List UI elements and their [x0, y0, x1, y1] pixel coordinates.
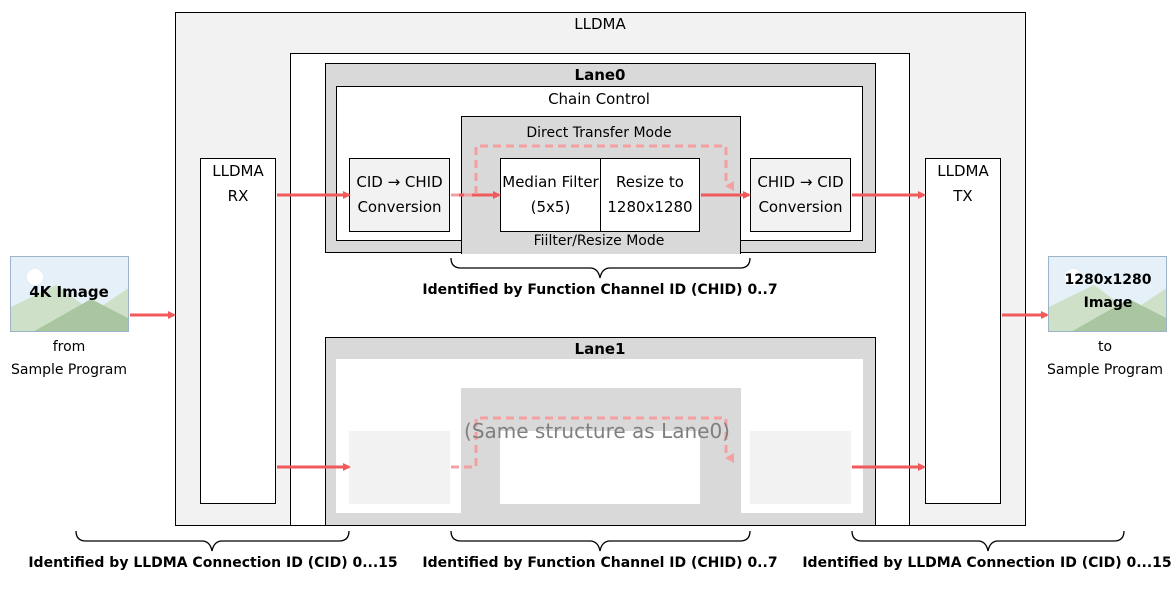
brace-chid-top-label: Identified by Function Channel ID (CHID)…: [422, 282, 778, 298]
cid-to-chid-conversion-box: CID → CHID Conversion: [349, 158, 450, 232]
lldma-rx-label-line1: LLDMA: [212, 162, 264, 180]
landscape-icon: [1049, 269, 1166, 331]
lldma-title: LLDMA: [574, 15, 626, 33]
chid-to-cid-line1: CHID → CID: [757, 173, 844, 191]
output-to-line1: to: [1097, 339, 1113, 355]
chain-control-label: Chain Control: [548, 90, 650, 108]
input-image-label: 4K Image: [29, 283, 109, 301]
output-image: [1048, 256, 1167, 332]
median-filter-line1: Median Filter: [502, 173, 599, 191]
brace-cid-left-label: Identified by LLDMA Connection ID (CID) …: [28, 555, 398, 571]
cid-to-chid-line2: Conversion: [357, 198, 442, 216]
lldma-rx-label-line2: RX: [227, 187, 249, 205]
median-filter-box: Median Filter (5x5): [500, 158, 601, 232]
direct-transfer-mode-label: Direct Transfer Mode: [526, 125, 672, 141]
direct-transfer-path-lane0: [451, 144, 734, 197]
output-image-label-line1: 1280x1280: [1064, 272, 1152, 288]
output-to-line2: Sample Program: [1046, 362, 1164, 378]
resize-box: Resize to 1280x1280: [600, 158, 700, 232]
lane1-function-placeholder: [500, 431, 700, 504]
lane0-title: Lane0: [574, 66, 626, 84]
median-filter-line2: (5x5): [530, 198, 571, 216]
lldma-rx-block: [200, 158, 276, 504]
input-from-line1: from: [52, 339, 86, 355]
lane1-chid-to-cid-placeholder: [750, 431, 851, 504]
brace-cid-right-label: Identified by LLDMA Connection ID (CID) …: [802, 555, 1172, 571]
chid-to-cid-conversion-box: CHID → CID Conversion: [750, 158, 851, 232]
brace-chid-bottom-label: Identified by Function Channel ID (CHID)…: [422, 555, 778, 571]
cid-to-chid-line1: CID → CHID: [356, 173, 443, 191]
resize-line2: 1280x1280: [607, 198, 693, 216]
input-image: [10, 256, 129, 332]
landscape-icon: [11, 269, 128, 331]
brace-chid-bottom: [450, 530, 751, 552]
chid-to-cid-line2: Conversion: [758, 198, 843, 216]
direct-transfer-path-lane1: [451, 416, 734, 469]
brace-chid-top: [450, 257, 751, 279]
input-from-line2: Sample Program: [10, 362, 128, 378]
output-image-label-line2: Image: [1083, 295, 1133, 311]
lldma-tx-block: [925, 158, 1001, 504]
lane1-same-structure-note: (Same structure as Lane0): [464, 419, 730, 443]
resize-line1: Resize to: [616, 173, 684, 191]
lane1-cid-to-chid-placeholder: [349, 431, 450, 504]
lldma-tx-label-line2: TX: [953, 187, 973, 205]
lldma-tx-label-line1: LLDMA: [937, 162, 989, 180]
brace-cid-left: [75, 530, 350, 552]
lane1-title: Lane1: [574, 340, 626, 358]
filter-resize-mode-label: Fiilter/Resize Mode: [533, 233, 665, 249]
brace-cid-right: [851, 530, 1125, 552]
